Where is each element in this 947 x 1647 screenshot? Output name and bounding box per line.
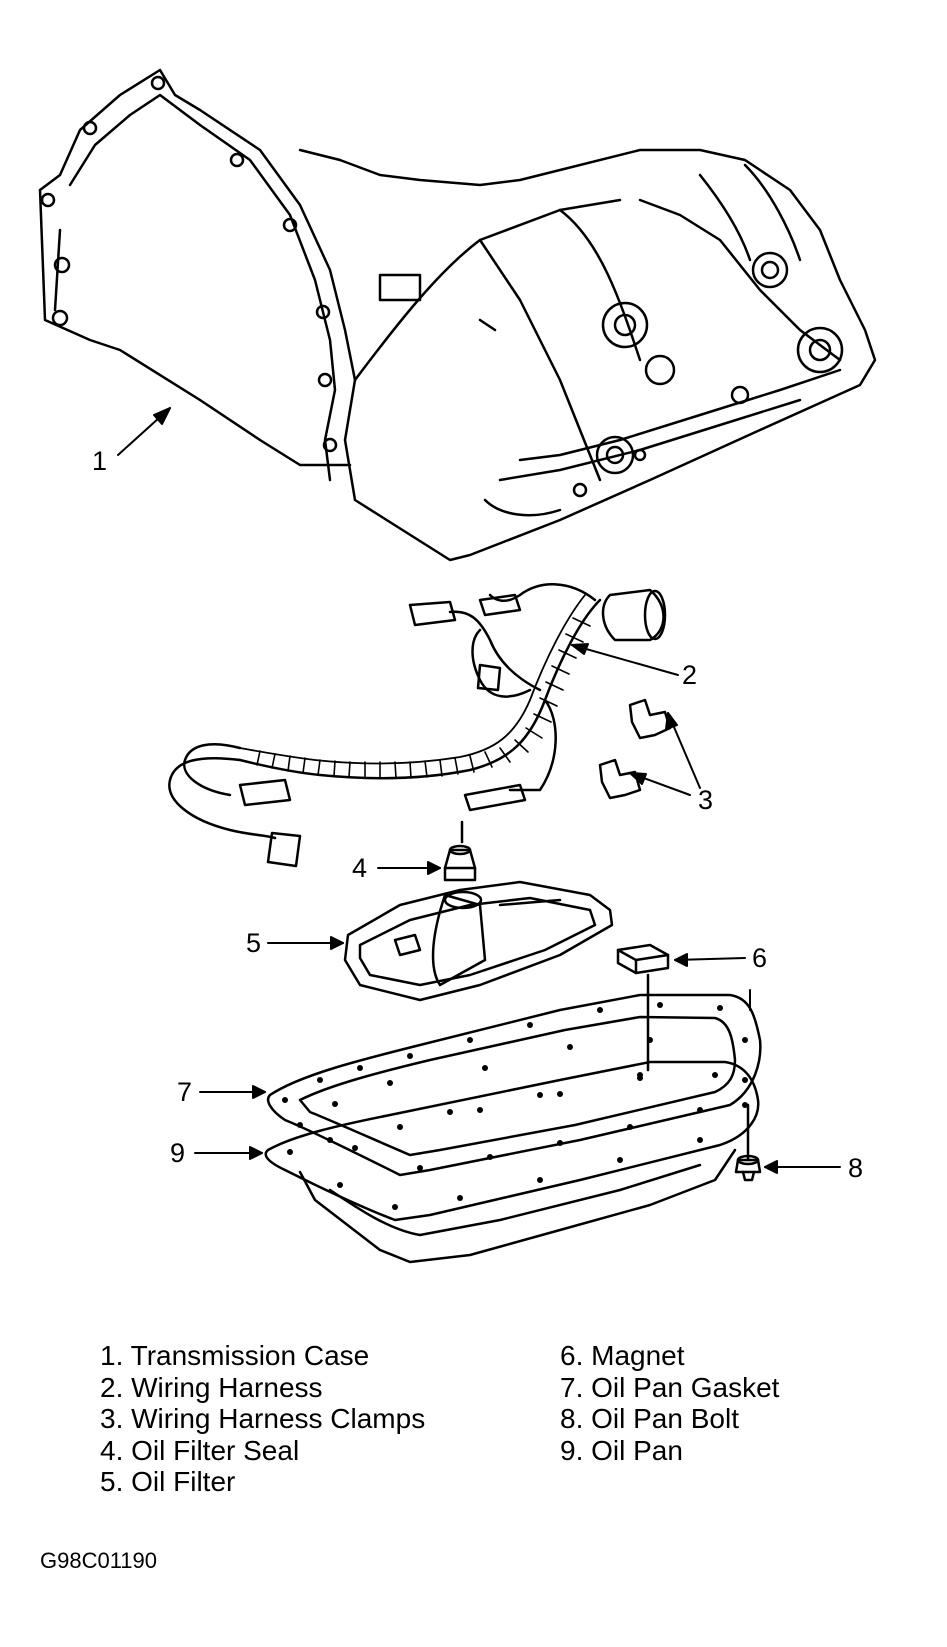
arrowhead-3b: [629, 772, 647, 785]
arrowhead-5: [330, 936, 344, 950]
arrowhead-2: [571, 643, 589, 655]
magnet-drawing: [616, 943, 670, 1072]
callout-3: 3: [698, 785, 714, 815]
legend-item-7: 7. Oil Pan Gasket: [560, 1371, 780, 1403]
oil-filter-drawing: [343, 880, 614, 1002]
oil-pan-drawing: [264, 1060, 760, 1264]
legend-item-9: 9. Oil Pan: [560, 1434, 683, 1466]
callout-6: 6: [752, 943, 768, 973]
arrowhead-1: [153, 407, 171, 425]
oil-pan-gasket-drawing: [266, 989, 762, 1177]
legend-item-2: 2. Wiring Harness: [100, 1371, 323, 1403]
callout-2: 2: [682, 660, 698, 690]
arrowhead-3a: [665, 712, 678, 730]
leader-arrows: [117, 407, 841, 1174]
arrow-2: [571, 644, 679, 676]
arrowhead-8: [764, 1160, 778, 1174]
legend-item-5: 5. Oil Filter: [100, 1466, 236, 1497]
legend-item-4: 4. Oil Filter Seal: [100, 1434, 300, 1466]
oil-filter-seal-drawing: [443, 820, 477, 882]
legend-right: 6. Magnet 7. Oil Pan Gasket 8. Oil Pan B…: [560, 1340, 779, 1466]
arrowhead-6: [674, 953, 688, 967]
legend-left: 1. Transmission Case 2. Wiring Harness 3…: [100, 1340, 425, 1498]
oil-pan-bolt-drawing: [734, 1103, 762, 1182]
arrowhead-4: [427, 861, 441, 875]
callout-1: 1: [92, 446, 108, 476]
callout-4: 4: [352, 853, 368, 883]
legend-item-6: 6. Magnet: [560, 1340, 685, 1371]
figure-id: G98C01190: [40, 1548, 158, 1573]
arrowhead-7: [252, 1085, 266, 1099]
callout-8: 8: [848, 1153, 864, 1183]
callout-9: 9: [170, 1138, 186, 1168]
arrowhead-9: [249, 1146, 263, 1160]
callout-5: 5: [246, 928, 262, 958]
wiring-harness-drawing: [168, 583, 667, 868]
transmission-case-drawing: [38, 68, 877, 562]
legend-item-1: 1. Transmission Case: [100, 1340, 370, 1371]
callout-7: 7: [177, 1077, 193, 1107]
legend-item-8: 8. Oil Pan Bolt: [560, 1403, 739, 1434]
exploded-view-diagram: [38, 68, 877, 1264]
legend-item-3: 3. Wiring Harness Clamps: [100, 1403, 426, 1434]
